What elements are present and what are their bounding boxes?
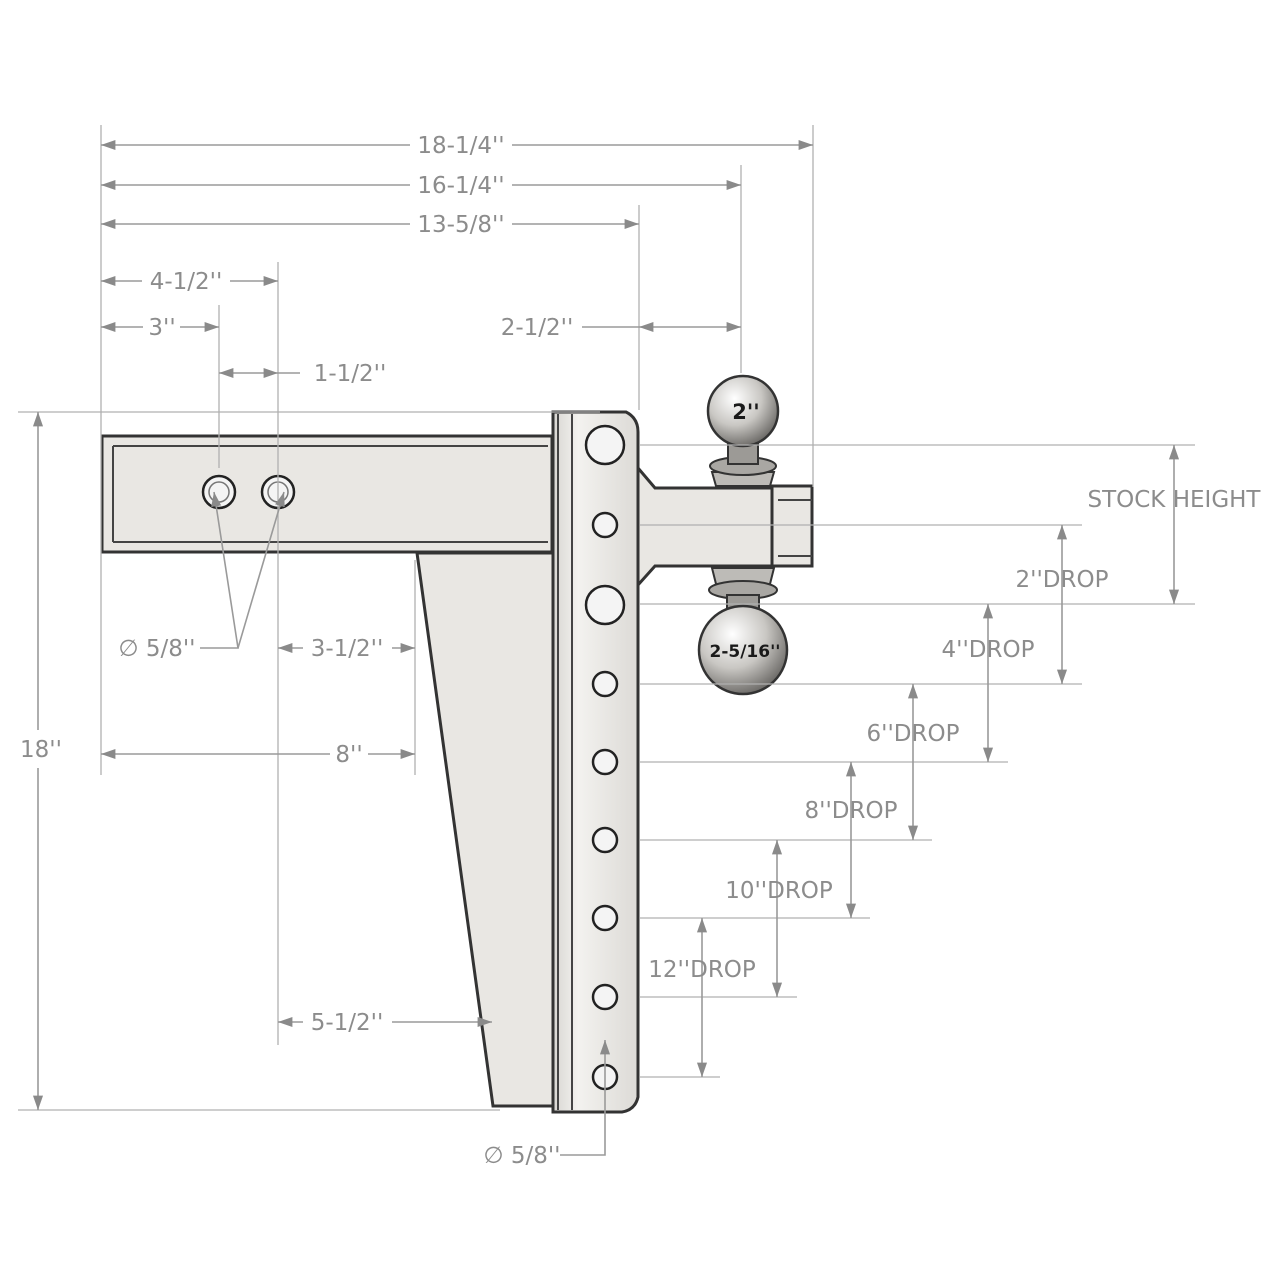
pin-hole-6 [591,826,619,854]
dim-first-hole: 3'' [148,315,175,341]
hitch-ball-bottom [697,567,789,696]
dim-pin-hole-diameter: ∅ 5/8'' [483,1143,560,1169]
pin-hole-7 [591,904,619,932]
dim-gusset-bottom: 5-1/2'' [311,1010,384,1036]
dimension-labels: 18-1/4'' 16-1/4'' 13-5/8'' 4-1/2'' 3'' 1… [20,133,1261,1169]
ball-size-top: 2'' [732,400,759,424]
dim-total-height: 18'' [20,737,62,763]
dim-gusset-top: 3-1/2'' [311,636,384,662]
hitch-ball-top [706,374,780,487]
label-stock-height: STOCK HEIGHT [1088,487,1262,513]
dimension-lines [32,139,1180,1156]
label-2-drop: 2''DROP [1016,567,1109,593]
label-4-drop: 4''DROP [942,637,1035,663]
pin-hole-2 [591,511,619,539]
pin-hole-8 [591,983,619,1011]
dim-hole-spacing: 1-1/2'' [314,361,387,387]
dim-to-ball-center: 16-1/4'' [417,173,504,199]
shank-hole-1 [201,474,237,510]
hitch-part [100,374,814,1114]
dim-shank-hole-diameter: ∅ 5/8'' [118,636,195,662]
label-8-drop: 8''DROP [805,798,898,824]
pin-hole-3 [584,584,626,626]
ball-platform-cap [770,484,814,568]
ball-size-bottom: 2-5/16'' [710,642,781,662]
dim-second-hole: 4-1/2'' [150,269,223,295]
dim-overall-length: 18-1/4'' [417,133,504,159]
dim-shank-length: 13-5/8'' [417,212,504,238]
label-10-drop: 10''DROP [725,878,833,904]
extension-lines [18,125,1195,1111]
pin-hole-4 [591,670,619,698]
label-6-drop: 6''DROP [867,721,960,747]
receiver-shank [100,434,554,554]
label-12-drop: 12''DROP [648,957,756,983]
gusset [415,551,555,1108]
pin-hole-1 [584,424,626,466]
pin-hole-5 [591,748,619,776]
dim-gusset-mid: 8'' [335,742,362,768]
dim-ball-offset: 2-1/2'' [501,315,574,341]
